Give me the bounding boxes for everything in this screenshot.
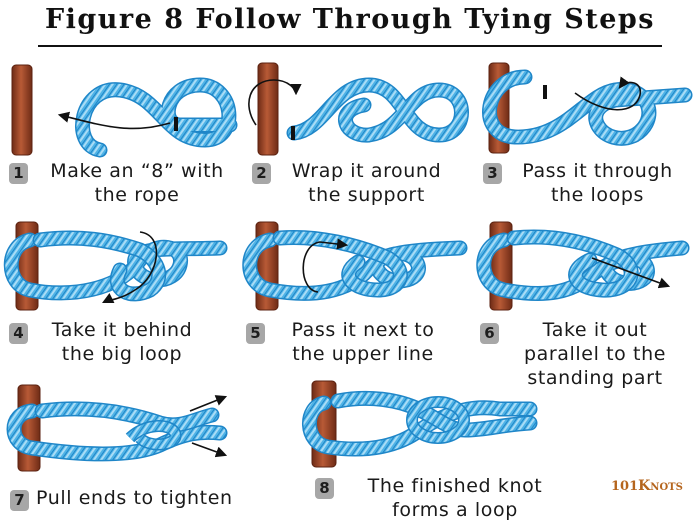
step-8: 8 The finished knot forms a loop <box>300 375 600 524</box>
step-1: 1 Make an “8” with the rope <box>0 55 238 210</box>
step-3-illustration <box>482 62 693 154</box>
step-2-caption: Wrap it around the support <box>274 159 459 207</box>
step-6-line-3: standing part <box>527 367 663 389</box>
step-4-badge: 4 <box>9 323 28 344</box>
step-4-caption: Take it behind the big loop <box>32 318 212 366</box>
step-2: 2 Wrap it around the support <box>244 55 469 210</box>
step-5: 5 Pass it next to the upper line <box>238 220 468 370</box>
step-5-badge: 5 <box>246 323 265 344</box>
step-7-caption: Pull ends to tighten <box>36 486 276 510</box>
step-7: 7 Pull ends to tighten <box>0 383 300 523</box>
step-2-badge: 2 <box>252 163 271 184</box>
step-3-line-2: the loops <box>550 184 645 206</box>
step-7-illustration <box>6 384 228 472</box>
step-4-line-2: the big loop <box>61 343 183 365</box>
step-2-line-2: the support <box>308 184 425 206</box>
step-1-badge: 1 <box>9 163 28 184</box>
step-5-illustration <box>242 221 468 311</box>
step-1-line-2: the rope <box>94 184 180 206</box>
step-8-illustration <box>302 380 538 468</box>
step-6: 6 Take it out parallel to the standing p… <box>472 220 700 390</box>
step-5-line-2: the upper line <box>292 343 434 365</box>
step-1-caption: Make an “8” with the rope <box>32 159 242 207</box>
step-6-line-2: parallel to the <box>523 343 667 365</box>
step-3: 3 Pass it through the loops <box>475 55 700 210</box>
step-6-caption: Take it out parallel to the standing par… <box>500 318 690 390</box>
step-6-illustration <box>476 221 690 311</box>
step-1-line-1: Make an “8” with <box>50 160 224 182</box>
step-4: 4 Take it behind the big loop <box>0 220 235 370</box>
step-6-badge: 6 <box>480 323 499 344</box>
step-8-caption: The finished knot forms a loop <box>340 474 570 522</box>
title-underline <box>38 45 662 47</box>
step-8-badge: 8 <box>315 478 334 499</box>
step-7-badge: 7 <box>10 490 29 511</box>
logo-word: Knots <box>638 478 683 494</box>
step-7-line-1: Pull ends to tighten <box>36 487 233 509</box>
step-5-line-1: Pass it next to <box>291 319 435 341</box>
step-2-illustration <box>248 62 469 156</box>
step-3-badge: 3 <box>483 163 502 184</box>
step-2-line-1: Wrap it around <box>291 160 442 182</box>
site-logo: 101Knots <box>611 478 683 494</box>
step-8-line-1: The finished knot <box>367 475 543 497</box>
step-3-line-1: Pass it through <box>522 160 673 182</box>
logo-number: 101 <box>611 479 639 494</box>
step-1-illustration <box>11 64 238 158</box>
step-4-illustration <box>3 221 228 311</box>
page-title: Figure 8 Follow Through Tying Steps <box>45 4 655 35</box>
step-3-caption: Pass it through the loops <box>505 159 690 207</box>
step-5-caption: Pass it next to the upper line <box>268 318 458 366</box>
step-4-line-1: Take it behind <box>51 319 193 341</box>
step-8-line-2: forms a loop <box>392 499 518 521</box>
step-6-line-1: Take it out <box>542 319 648 341</box>
